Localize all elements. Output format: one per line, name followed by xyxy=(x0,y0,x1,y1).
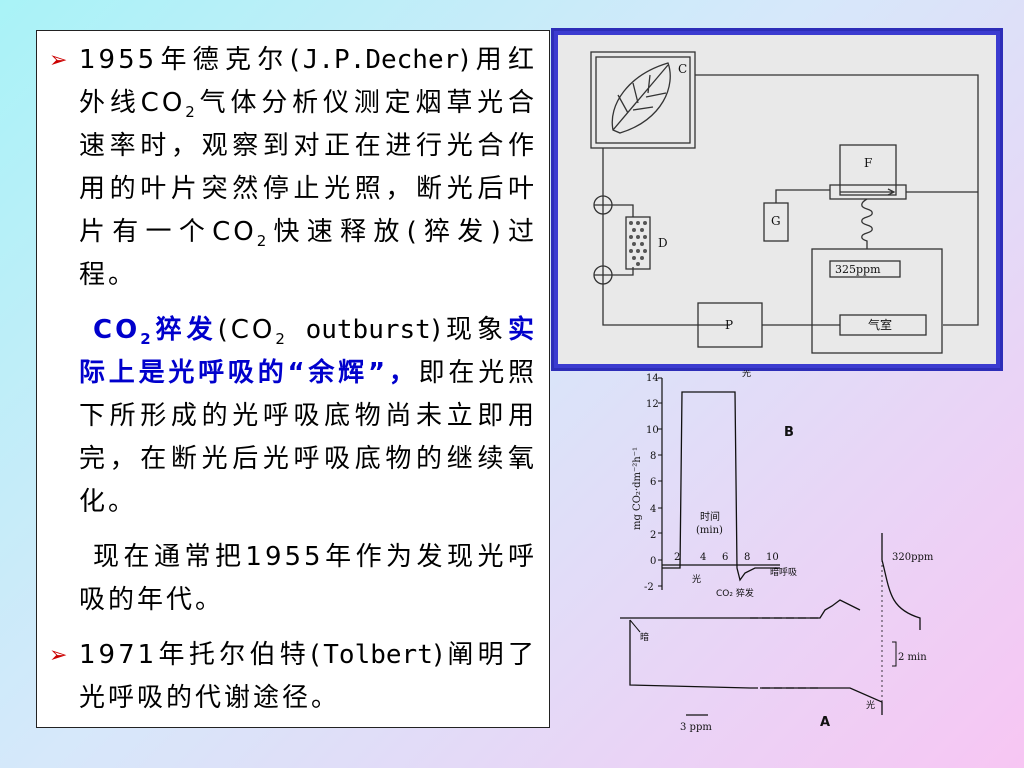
graph-a-outburst xyxy=(620,533,921,630)
apparatus-svg: C D F G P 325ppm 气室 xyxy=(590,51,979,354)
svg-text:10: 10 xyxy=(766,552,779,563)
analyzer-f xyxy=(839,144,897,196)
svg-text:光: 光 xyxy=(866,699,875,711)
svg-text:光: 光 xyxy=(742,370,751,379)
paragraph-discovery-era: 现在通常把1955年作为发现光呼吸的年代。 xyxy=(79,542,537,615)
apparatus-diagram-frame: C D F G P 325ppm 气室 xyxy=(551,28,1003,371)
svg-text:光: 光 xyxy=(692,573,701,585)
graph-b-ylabel: mg CO₂·dm⁻²h⁻¹ xyxy=(632,447,643,530)
apparatus-diagram: C D F G P 325ppm 气室 xyxy=(558,35,996,364)
svg-text:6: 6 xyxy=(650,477,656,488)
leaf-chamber-box xyxy=(590,51,696,149)
leaf-chamber-inner xyxy=(595,56,691,144)
graph-a-baseline xyxy=(629,620,883,715)
label-f: F xyxy=(864,156,872,170)
bullet-paragraph-1971: ➢1971年托尔伯特(Tolbert)阐明了光呼吸的代谢途径。 xyxy=(49,634,537,720)
svg-text:10: 10 xyxy=(646,425,659,436)
svg-text:4: 4 xyxy=(700,552,706,563)
ppm-display xyxy=(829,260,901,278)
svg-text:12: 12 xyxy=(646,399,659,410)
svg-text:-2: -2 xyxy=(644,582,654,593)
coil xyxy=(861,198,873,249)
label-g: G xyxy=(771,214,781,228)
label-chamber: 气室 xyxy=(868,317,892,332)
svg-text:时间: 时间 xyxy=(700,510,720,523)
bullet-arrow-icon: ➢ xyxy=(49,48,71,73)
label-p: P xyxy=(725,318,733,332)
svg-text:3 ppm: 3 ppm xyxy=(680,722,712,733)
paragraph-co2-outburst: CO2猝发(CO2 outburst)现象实际上是光呼吸的“余辉”，即在光照下所… xyxy=(79,315,537,517)
graphs-svg: 14 12 10 8 6 4 2 0 -2 mg CO₂·dm⁻²h⁻¹ 2 4… xyxy=(620,370,934,733)
graph-b-label: B xyxy=(784,425,794,440)
svg-text:2 min: 2 min xyxy=(898,652,927,663)
svg-text:(min): (min) xyxy=(696,525,723,536)
svg-text:暗呼吸: 暗呼吸 xyxy=(770,566,797,578)
svg-text:8: 8 xyxy=(650,451,656,462)
bullet-arrow-icon: ➢ xyxy=(49,643,71,668)
bullet-paragraph-1955: ➢1955年德克尔(J.P.Decher)用红外线CO2气体分析仪测定烟草光合速… xyxy=(49,39,537,297)
graph-b-axes xyxy=(661,378,780,590)
svg-text:4: 4 xyxy=(650,504,656,515)
svg-text:6: 6 xyxy=(722,552,728,563)
desiccant-column-d xyxy=(625,216,651,270)
leaf-veins xyxy=(612,64,669,131)
svg-text:8: 8 xyxy=(744,552,750,563)
label-c: C xyxy=(678,62,687,76)
svg-text:CO₂ 猝发: CO₂ 猝发 xyxy=(716,587,754,599)
svg-text:0: 0 xyxy=(650,556,656,567)
label-ppm: 325ppm xyxy=(835,263,881,276)
graph-b-yticks xyxy=(658,377,662,587)
label-d: D xyxy=(658,236,668,250)
controller-box xyxy=(811,248,943,354)
svg-text:2: 2 xyxy=(650,530,656,541)
graph-a-label: A xyxy=(820,715,830,730)
graph-b-curve xyxy=(662,391,780,582)
leaf-icon xyxy=(611,62,671,134)
svg-text:14: 14 xyxy=(646,373,659,384)
svg-text:暗: 暗 xyxy=(640,631,649,643)
text-box: ➢1955年德克尔(J.P.Decher)用红外线CO2气体分析仪测定烟草光合速… xyxy=(36,30,550,728)
svg-text:320ppm: 320ppm xyxy=(892,552,934,563)
svg-text:2: 2 xyxy=(674,552,680,563)
